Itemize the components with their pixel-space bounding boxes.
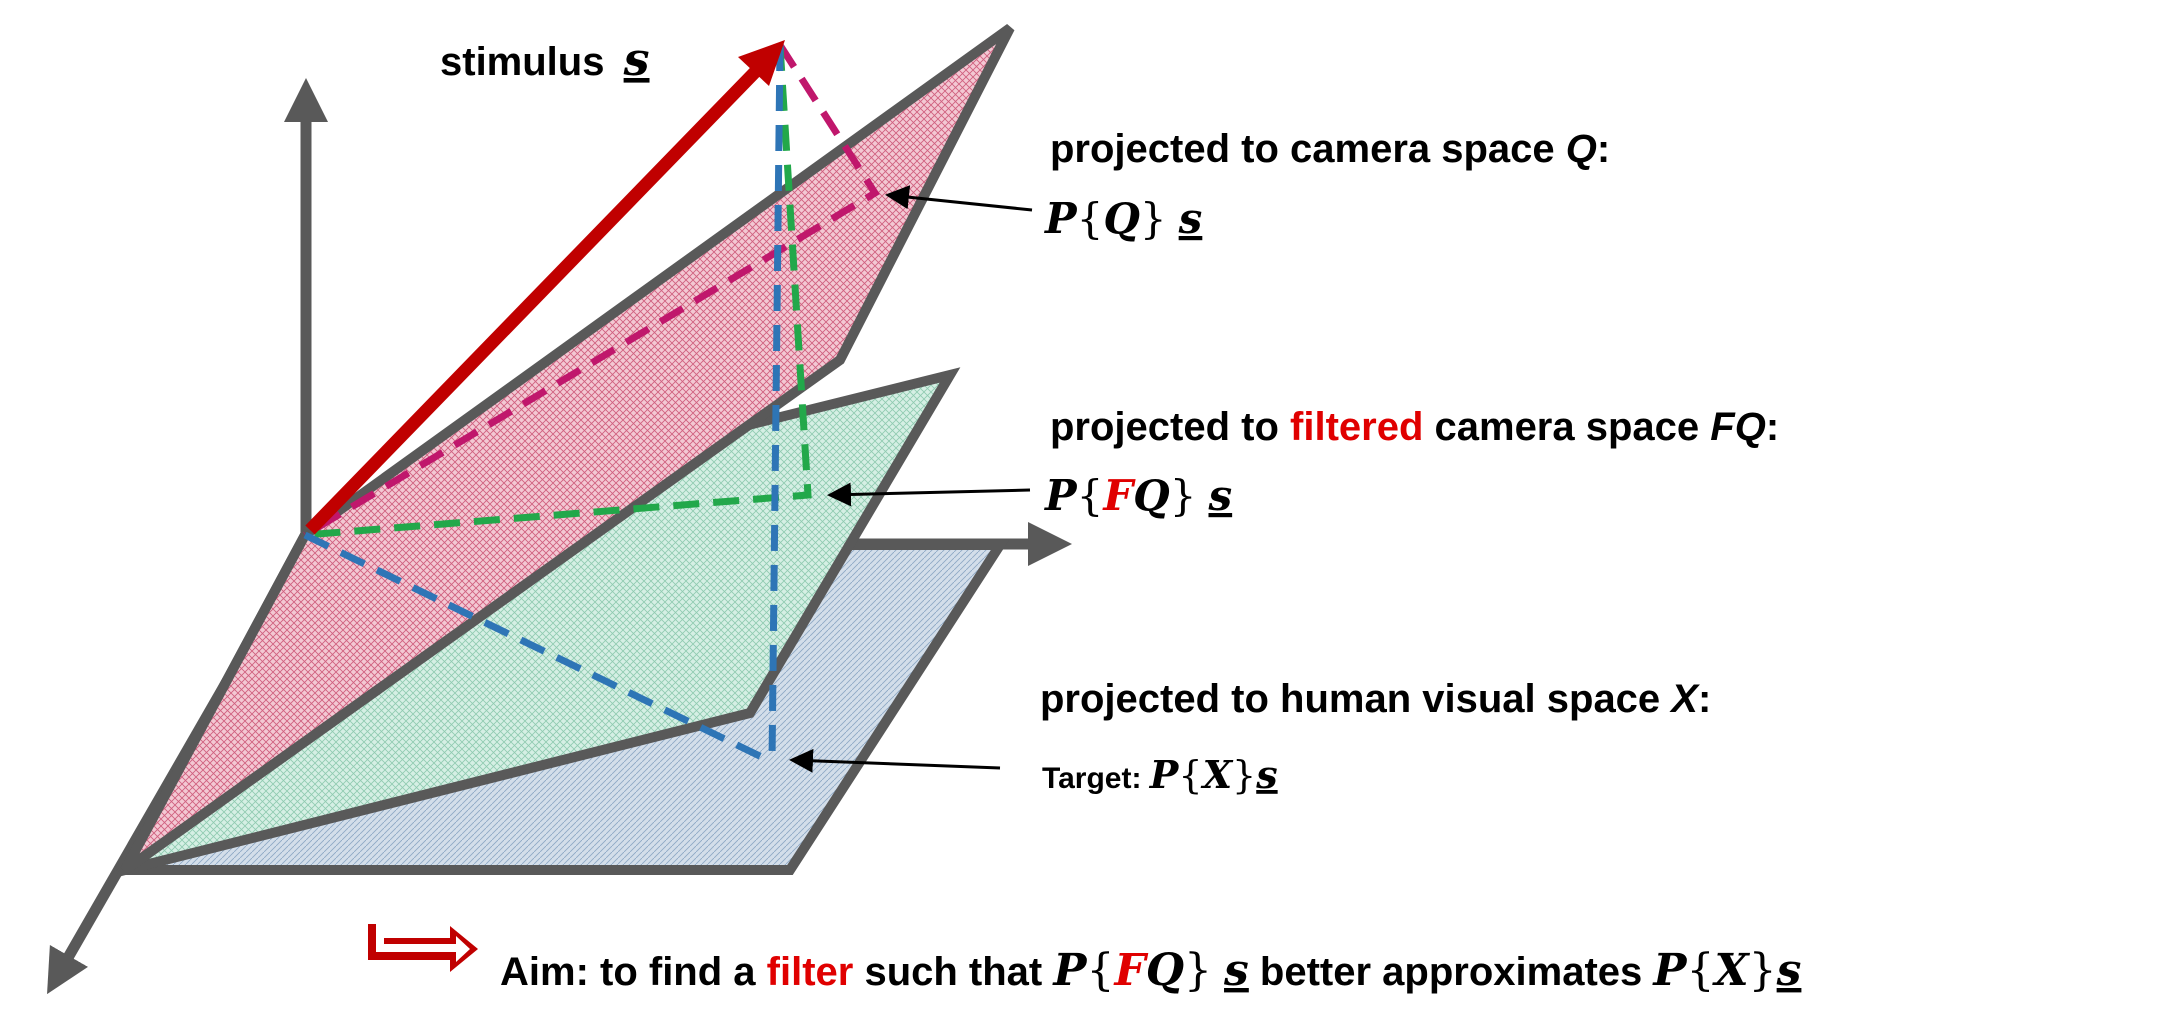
camera-projection-line [303,43,880,539]
stimulus-arrowhead [738,40,785,86]
camera-plane [120,23,1015,875]
filtered-formula: P{FQ}s [1044,471,1232,520]
filtered-projection-line [304,44,812,539]
aim-statement: Aim: to find a filter such that P{FQ}s b… [500,945,1801,996]
filtered-space-heading: projected to filtered camera space FQ: [1050,405,1779,449]
stimulus-vector [305,65,762,535]
camera-pointer-arrow [885,185,1033,212]
camera-space-heading: projected to camera space Q: [1050,127,1610,171]
camera-formula: P{Q}s [1044,194,1202,243]
aim-arrow-icon [368,924,478,972]
filtered-pointer-arrow [827,482,1031,507]
stimulus-label: stimulus s [440,32,650,86]
human-space-heading: projected to human visual space X: [1040,677,1711,721]
human-pointer-arrow [789,748,1001,773]
human-target-formula: Target: P{X}s [1042,752,1278,797]
human-projection-line [303,531,774,766]
